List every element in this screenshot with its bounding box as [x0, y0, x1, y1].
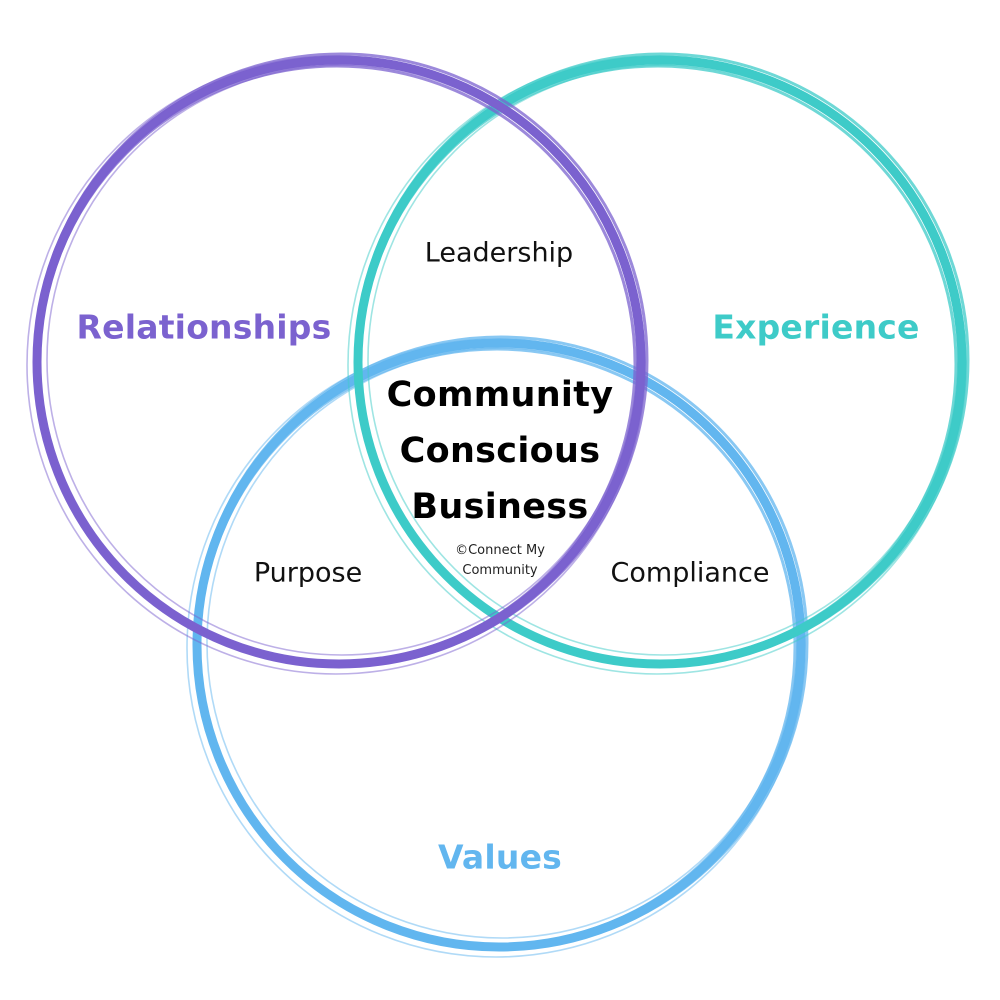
- leadership-label: Leadership: [424, 237, 574, 269]
- relationships-label: Relationships: [76, 307, 332, 347]
- copyright-line-2: Community: [462, 563, 538, 578]
- relationships-circle-stroke-3: [37, 64, 637, 664]
- copyright-line-1: ©Connect My: [455, 543, 545, 558]
- experience-circle-stroke-2: [354, 52, 970, 668]
- values-circle-stroke-1: [192, 338, 806, 952]
- purpose-label: Purpose: [253, 557, 363, 589]
- center-title: Community Conscious Business ©Connect My…: [387, 375, 614, 581]
- experience-label: Experience: [712, 307, 920, 347]
- experience-circle-stroke-4: [347, 55, 967, 675]
- relationships-circle-stroke-5: [46, 64, 638, 656]
- values-circle: [186, 335, 809, 958]
- relationships-circle-stroke-1: [32, 55, 646, 669]
- values-circle-stroke-3: [197, 347, 797, 947]
- center-line-community: Community: [386, 375, 614, 415]
- values-circle-stroke-4: [186, 338, 806, 958]
- experience-circle: [347, 52, 970, 675]
- center-line-business: Business: [411, 487, 589, 527]
- values-circle-stroke-5: [206, 347, 798, 939]
- values-circle-stroke-2: [193, 335, 809, 951]
- relationships-circle-stroke-4: [26, 55, 646, 675]
- experience-circle-stroke-3: [358, 64, 958, 664]
- experience-circle-stroke-5: [367, 64, 959, 656]
- copyright-note: ©Connect My Community: [387, 541, 614, 581]
- experience-circle-stroke-1: [353, 55, 967, 669]
- center-line-conscious: Conscious: [399, 431, 601, 471]
- values-label: Values: [437, 837, 563, 877]
- compliance-label: Compliance: [610, 557, 770, 589]
- relationships-circle: [26, 52, 649, 675]
- relationships-circle-stroke-2: [33, 52, 649, 668]
